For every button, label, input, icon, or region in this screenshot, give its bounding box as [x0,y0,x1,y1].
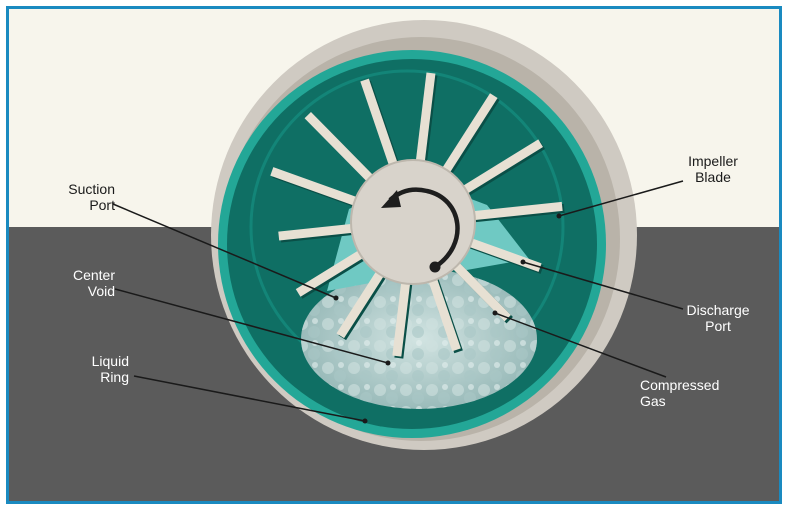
center-void-label: Center Void [37,267,115,299]
gas-bubbles [301,269,537,409]
suction-port-label: Suction Port [37,181,115,213]
diagram-frame: Suction Port Center Void Liquid Ring Imp… [6,6,782,504]
liquid-ring-label: Liquid Ring [49,353,129,385]
compressed-gas-label: Compressed Gas [640,377,750,409]
liquid-ring-pump-diagram [9,9,779,501]
impeller-blade-label: Impeller Blade [673,153,753,185]
discharge-port-label: Discharge Port [673,302,763,334]
rotation-dot [430,262,441,273]
